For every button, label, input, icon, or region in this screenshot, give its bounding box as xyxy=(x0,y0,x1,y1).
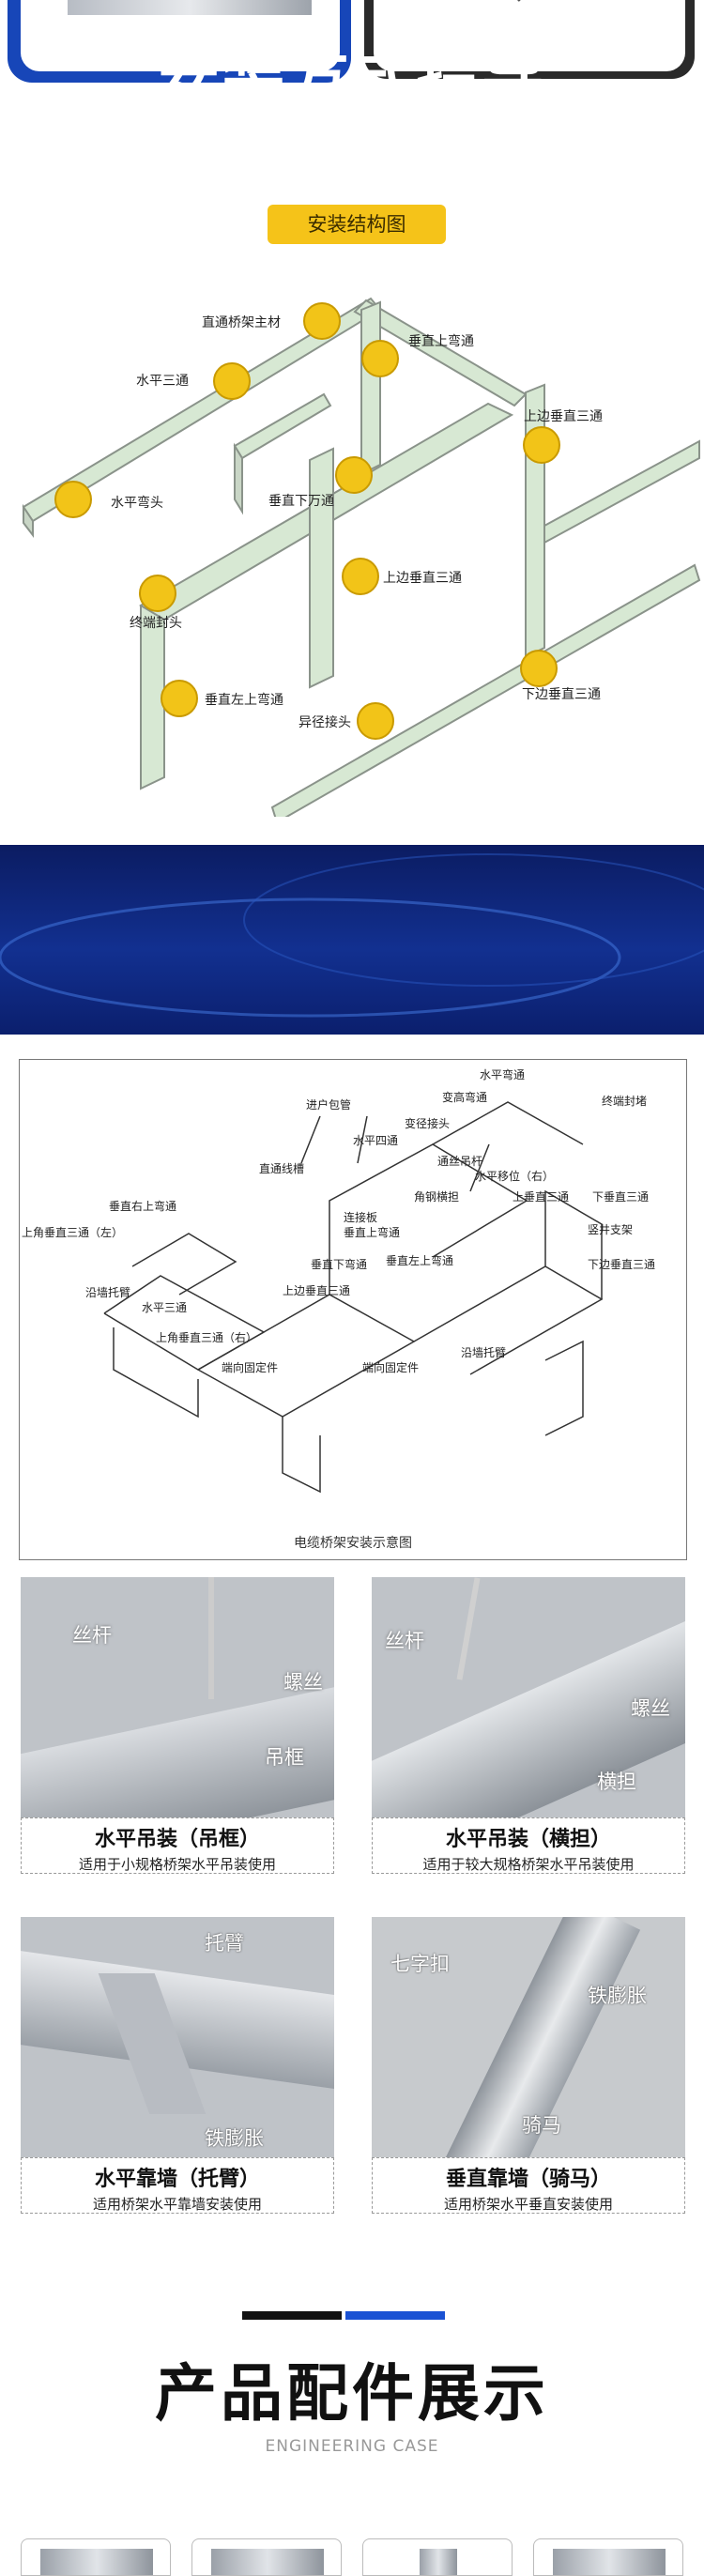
label-h-elbow: 水平弯头 xyxy=(111,495,163,511)
photo4-caption: 垂直靠墙（骑马） 适用桥架水平垂直安装使用 xyxy=(372,2157,685,2214)
label-main: 直通桥架主材 xyxy=(202,314,281,330)
photo4-label-anchor: 铁膨胀 xyxy=(588,1985,647,2007)
drawing-label-23: 水平三通 xyxy=(142,1301,187,1314)
drawing-caption: 电缆桥架安装示意图 xyxy=(294,1536,412,1551)
drawing-label-13: 角钢横担 xyxy=(414,1190,459,1204)
photo4-desc: 适用桥架水平垂直安装使用 xyxy=(443,2196,613,2213)
photo2-caption: 水平吊装（横担） 适用于较大规格桥架水平吊装使用 xyxy=(372,1817,685,1874)
photo1-title: 水平吊装（吊框） xyxy=(94,1827,260,1851)
photo3-label-arm: 托臂 xyxy=(205,1932,244,1955)
drawing-label-4: 变高弯通 xyxy=(442,1090,487,1104)
drawing-label-9: 水平移位（右） xyxy=(475,1169,554,1183)
drawing-label-8: 通丝吊杆 xyxy=(437,1155,482,1168)
guide-banner xyxy=(0,845,704,1035)
section-tag-structure: 安装结构图 xyxy=(268,205,446,244)
drawing-label-1: 进户包管 xyxy=(306,1097,351,1112)
photo1-label-frame: 吊框 xyxy=(265,1746,304,1769)
drawing-label-19: 垂直下弯通 xyxy=(311,1257,367,1271)
label-down-tee: 垂直下万通 xyxy=(268,493,334,509)
label-h-tee: 水平三通 xyxy=(136,374,189,389)
product-card-right-image xyxy=(374,0,685,71)
check-icon xyxy=(513,0,528,2)
drawing-label-10: 垂直右上弯通 xyxy=(109,1199,176,1213)
drawing-label-22: 上边垂直三通 xyxy=(283,1284,350,1297)
label-reducer: 异径接头 xyxy=(298,714,351,730)
photo3-title: 水平靠墙（托臂） xyxy=(94,2167,260,2191)
photo-h-hang-frame: 丝杆 螺丝 吊框 xyxy=(21,1577,334,1817)
photo2-title: 水平吊装（横担） xyxy=(445,1827,611,1851)
photo2-desc: 适用于较大规格桥架水平吊装使用 xyxy=(422,1856,635,1873)
photo2-label-bar: 横担 xyxy=(597,1771,636,1793)
title-bar-blue xyxy=(345,2311,445,2320)
photo4-label-clip: 七字扣 xyxy=(390,1953,450,1975)
structure-diagram: 直通桥架主材 垂直上弯通 水平三通 上边垂直三通 水平弯头 垂直下万通 终端封头… xyxy=(22,297,701,817)
drawing-label-17: 上角垂直三通（左） xyxy=(22,1225,123,1239)
product-card-left-image xyxy=(21,0,340,71)
photo1-label-screw: 螺丝 xyxy=(283,1671,323,1694)
drawing-label-2: 水平弯通 xyxy=(480,1067,525,1081)
drawing-label-26: 端向固定件 xyxy=(362,1360,419,1374)
drawing-label-27: 沿墙托臂 xyxy=(461,1346,506,1359)
banner-divider xyxy=(330,152,375,155)
drawing-label-15: 垂直上弯通 xyxy=(344,1225,400,1239)
installation-drawing: 进户包管 水平弯通 终端封堵 变高弯通 变径接头 水平四通 直通线槽 通丝吊杆 … xyxy=(19,1059,687,1560)
photo1-label-rod: 丝杆 xyxy=(72,1624,112,1647)
label-left-up: 垂直左上弯通 xyxy=(205,692,283,708)
photo3-desc: 适用桥架水平靠墙安装使用 xyxy=(92,2196,262,2213)
accessory-thumb-1[interactable] xyxy=(21,2538,171,2576)
drawing-label-25: 端向固定件 xyxy=(222,1360,278,1374)
photo2-label-rod: 丝杆 xyxy=(385,1630,424,1652)
drawing-label-11: 上垂直三通 xyxy=(513,1190,569,1204)
drawing-label-24: 上角垂直三通（右） xyxy=(156,1330,257,1344)
drawing-label-20: 下边垂直三通 xyxy=(588,1258,655,1271)
photo-h-hang-bar: 丝杆 螺丝 横担 xyxy=(372,1577,685,1817)
drawing-label-21: 沿墙托臂 xyxy=(85,1286,130,1299)
accessory-thumb-3[interactable] xyxy=(362,2538,513,2576)
photo1-desc: 适用于小规格桥架水平吊装使用 xyxy=(78,1856,276,1873)
photo4-title: 垂直靠墙（骑马） xyxy=(445,2167,611,2191)
photo-h-wall-arm: 托臂 铁膨胀 xyxy=(21,1917,334,2157)
accessories-subtitle: ENGINEERING CASE xyxy=(265,2437,439,2456)
banner-title: 安装方式指导 xyxy=(158,40,546,113)
drawing-label-18: 垂直左上弯通 xyxy=(386,1253,453,1267)
drawing-label-5: 变径接头 xyxy=(405,1116,450,1130)
photo3-caption: 水平靠墙（托臂） 适用桥架水平靠墙安装使用 xyxy=(21,2157,334,2214)
drawing-label-14: 连接板 xyxy=(344,1210,377,1224)
photo2-label-screw: 螺丝 xyxy=(631,1697,670,1720)
accessories-title: 产品配件展示 xyxy=(155,2357,549,2430)
drawing-label-7: 直通线槽 xyxy=(259,1162,304,1175)
banner-subtitle: 结构简单 灵活操作 维修方便 xyxy=(222,120,482,144)
photo1-caption: 水平吊装（吊框） 适用于小规格桥架水平吊装使用 xyxy=(21,1817,334,1874)
label-top-tee: 上边垂直三通 xyxy=(524,408,603,424)
label-up-tee2: 上边垂直三通 xyxy=(383,570,462,586)
drawing-label-3: 终端封堵 xyxy=(602,1094,647,1108)
drawing-label-12: 下垂直三通 xyxy=(592,1190,649,1204)
photo4-label-saddle: 骑马 xyxy=(522,2114,561,2137)
accessory-thumb-2[interactable] xyxy=(191,2538,342,2576)
label-end-cap: 终端封头 xyxy=(130,616,182,631)
accessory-thumb-4[interactable] xyxy=(533,2538,683,2576)
label-bottom-tee: 下边垂直三通 xyxy=(522,686,601,702)
photo-v-wall-saddle: 七字扣 铁膨胀 骑马 xyxy=(372,1917,685,2157)
drawing-label-16: 竖井支架 xyxy=(588,1223,633,1236)
photo3-label-anchor: 铁膨胀 xyxy=(205,2127,264,2150)
label-up-bend: 垂直上弯通 xyxy=(408,333,474,349)
drawing-label-6: 水平四通 xyxy=(353,1134,398,1147)
title-bar-black xyxy=(242,2311,342,2320)
